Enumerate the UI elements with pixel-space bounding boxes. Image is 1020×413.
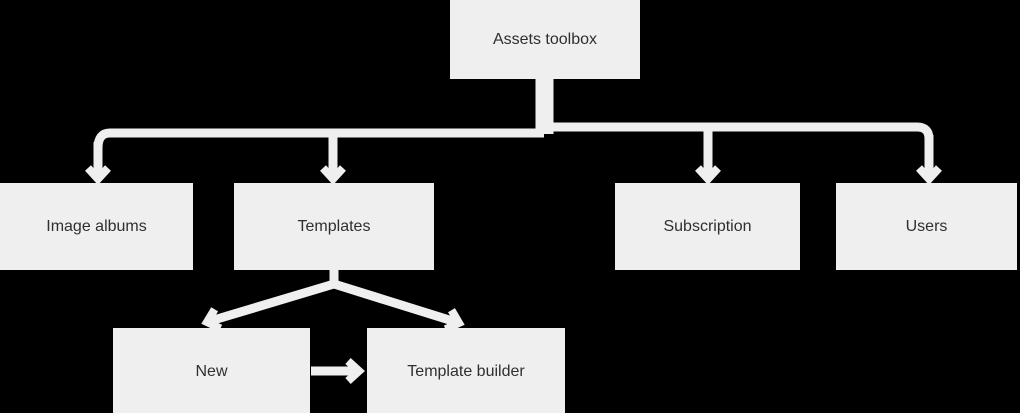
node-new[interactable]: New	[113, 328, 310, 413]
edge-templates-to-template-builder	[332, 279, 465, 333]
node-label-subscription: Subscription	[663, 217, 752, 235]
node-label-new: New	[195, 363, 228, 380]
node-label-assets-toolbox: Assets toolbox	[492, 30, 598, 48]
edge-bus-right	[545, 122, 934, 140]
edge-templates-to-new	[201, 279, 336, 333]
node-users[interactable]: Users	[836, 183, 1017, 270]
edge-bus-left	[93, 128, 544, 149]
node-templates[interactable]: Templates	[234, 183, 434, 270]
node-label-template-builder: Template builder	[407, 363, 525, 380]
node-label-users: Users	[905, 217, 948, 235]
node-subscription[interactable]: Subscription	[615, 183, 800, 270]
node-label-image-albums: Image albums	[46, 217, 147, 235]
node-image-albums[interactable]: Image albums	[0, 183, 193, 270]
node-label-templates: Templates	[297, 217, 371, 235]
node-assets-toolbox[interactable]: Assets toolbox	[450, 0, 640, 79]
node-template-builder[interactable]: Template builder	[367, 328, 565, 413]
